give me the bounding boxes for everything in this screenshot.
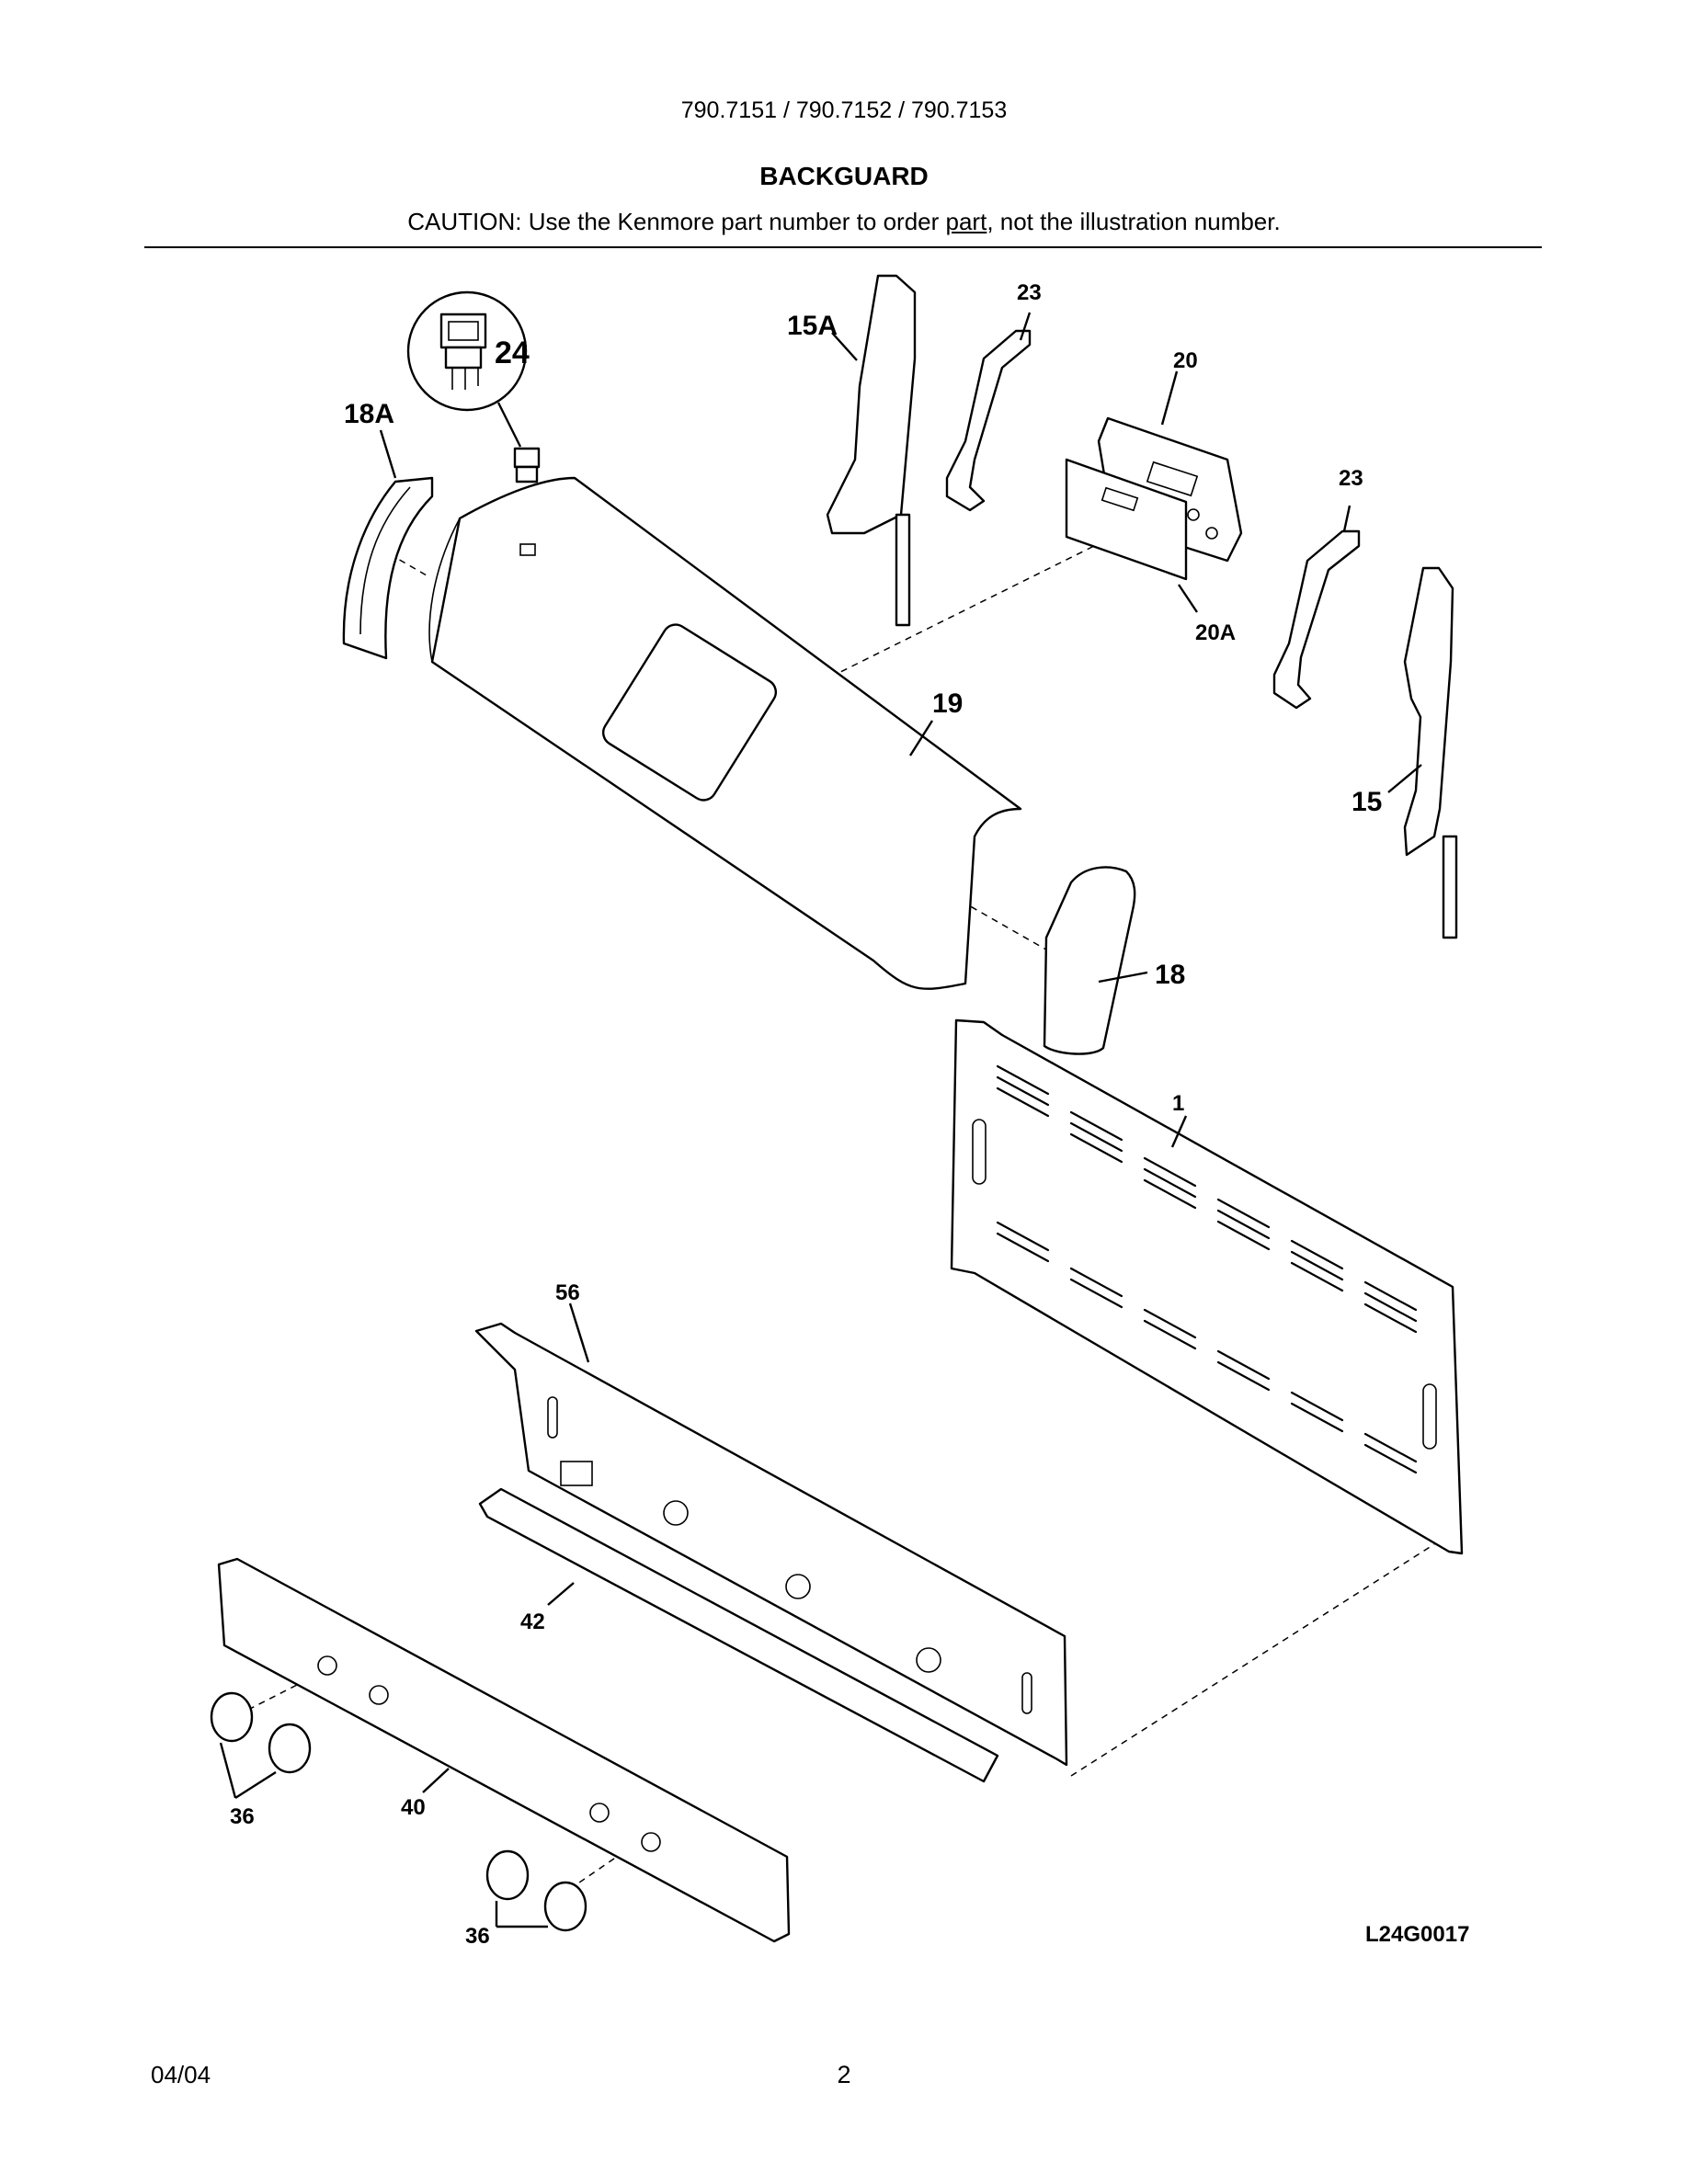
part-1-rear-panel — [950, 1018, 1464, 1555]
part-23-upper-trim — [945, 312, 1032, 512]
part-36-knobs — [210, 1691, 587, 1932]
caution-underlined-word: part — [945, 208, 987, 235]
part-19-backguard-panel — [428, 476, 1022, 990]
callout-20A: 20A — [1195, 620, 1236, 645]
part-18-end-cap — [1043, 866, 1148, 1055]
callout-24: 24 — [495, 336, 530, 370]
caution-text-start: CAUTION: Use the Kenmore part number to … — [407, 208, 946, 235]
callout-1: 1 — [1172, 1091, 1184, 1116]
callout-19: 19 — [932, 688, 963, 719]
callout-20: 20 — [1173, 348, 1198, 373]
diagram-code: L24G0017 — [1365, 1922, 1469, 1947]
callout-23-lower: 23 — [1339, 466, 1363, 491]
caution-text-end: , not the illustration number. — [987, 208, 1281, 235]
callout-42: 42 — [520, 1610, 545, 1634]
callout-36-right: 36 — [465, 1924, 490, 1949]
callout-56: 56 — [555, 1280, 580, 1305]
model-numbers: 790.7151 / 790.7152 / 790.7153 — [680, 97, 1008, 123]
part-18A-end-cap — [342, 429, 434, 660]
part-15-bracket — [1387, 566, 1458, 939]
part-56-lower-panel — [474, 1302, 1068, 1767]
callout-15: 15 — [1352, 787, 1382, 817]
vent-slots — [996, 1064, 1418, 1474]
part-23-lower-trim — [1272, 505, 1361, 710]
callout-18: 18 — [1155, 960, 1185, 990]
callout-23-upper: 23 — [1017, 280, 1042, 305]
footer-date: 04/04 — [151, 2061, 211, 2088]
part-15A-bracket — [826, 274, 917, 627]
callout-36-left: 36 — [230, 1804, 255, 1829]
section-title: BACKGUARD — [759, 162, 929, 190]
caution-note: CAUTION: Use the Kenmore part number to … — [0, 208, 1688, 236]
callout-18A: 18A — [344, 399, 394, 429]
header-divider — [144, 246, 1542, 248]
part-42-trim-strip — [478, 1487, 999, 1783]
part-40-control-panel — [217, 1557, 791, 1943]
callout-15A: 15A — [787, 311, 838, 341]
callout-40: 40 — [401, 1795, 426, 1820]
part-24-switch — [406, 290, 541, 542]
page-number: 2 — [837, 2061, 851, 2088]
part-20A-overlay — [1065, 458, 1198, 613]
